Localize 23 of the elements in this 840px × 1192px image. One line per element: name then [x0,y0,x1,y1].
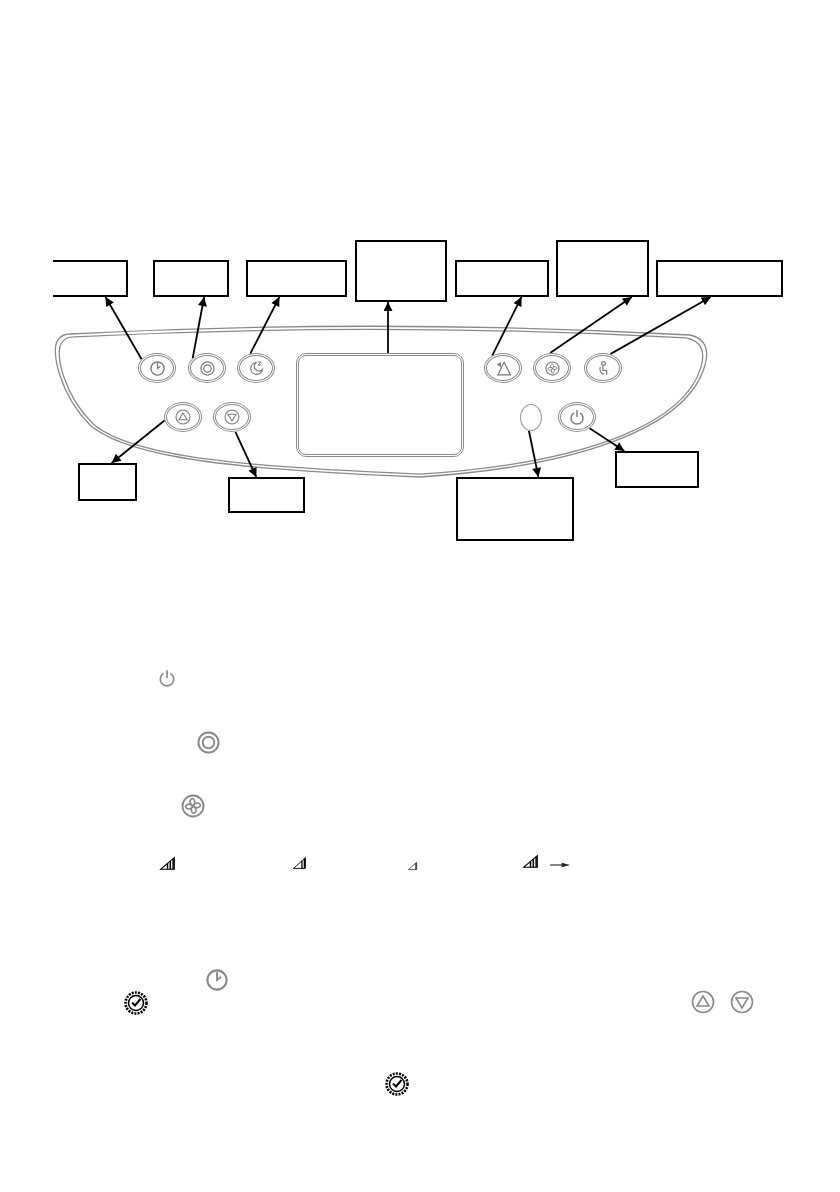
display-screen [296,353,464,457]
leader-line [528,429,541,478]
leader-line [191,296,207,359]
callout-box [656,260,783,297]
callout-box [456,477,574,541]
callout-box [455,260,549,297]
leader-line [110,419,166,464]
leader-line [549,296,633,354]
leader-line [249,296,281,355]
leader-line [491,296,523,357]
leader-line [609,296,712,355]
leader-line [234,430,258,478]
callout-box [153,260,229,297]
callout-box [246,260,347,297]
callout-box [78,463,137,501]
callout-box [228,477,305,513]
callout-box [53,260,128,297]
callout-box [556,240,649,297]
leader-line [588,427,626,452]
callout-box [615,451,699,488]
leader-line [104,296,143,361]
leader-line [383,301,393,354]
callout-box [355,240,447,302]
